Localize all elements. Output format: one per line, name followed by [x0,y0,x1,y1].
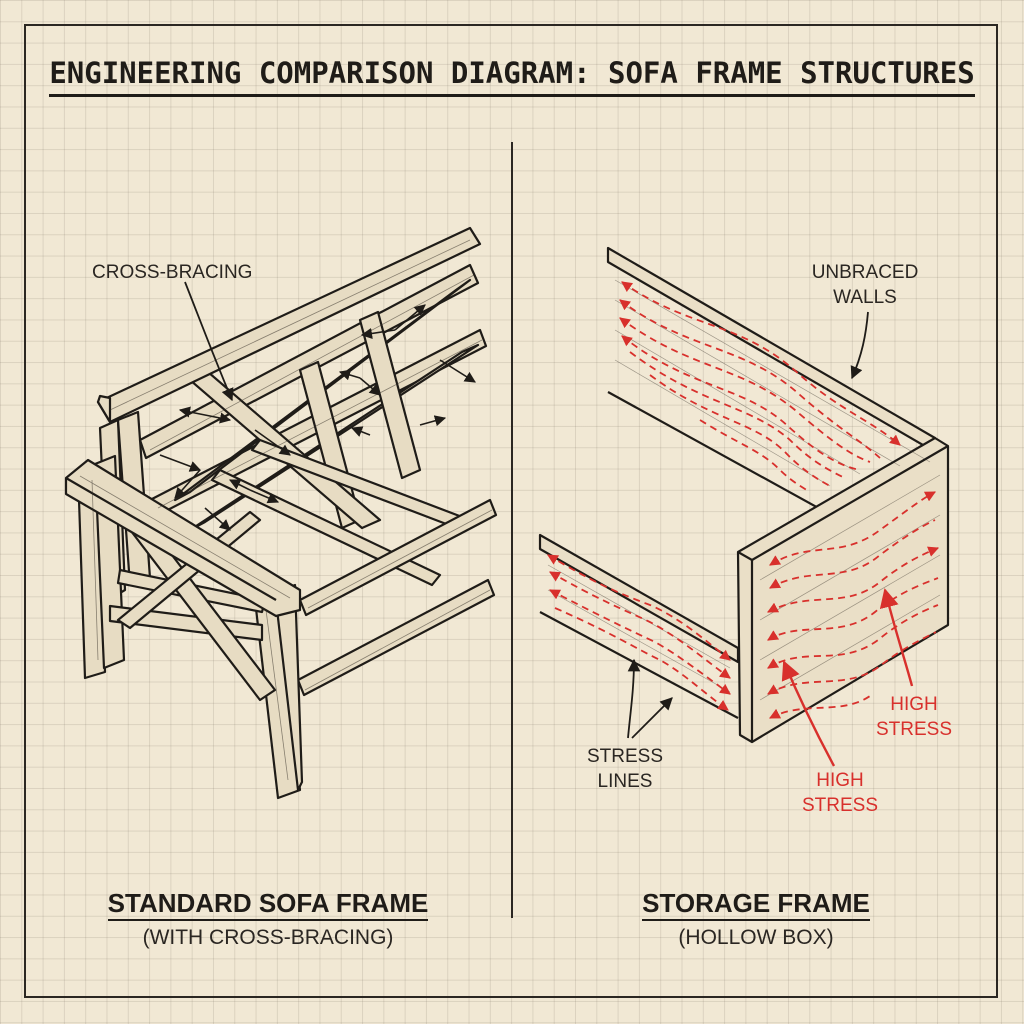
rail-stress-lines [547,554,731,711]
diagram-title-text: ENGINEERING COMPARISON DIAGRAM: SOFA FRA… [49,56,975,97]
unbraced-walls-label-line1: UNBRACED [811,262,919,283]
drawing-border [24,24,998,998]
storage-frame-caption-text: STORAGE FRAME [642,888,870,921]
storage-frame-caption: STORAGE FRAME [512,888,1000,921]
standard-sofa-frame-drawing [64,226,498,800]
storage-frame-subcaption: (HOLLOW BOX) [678,926,834,949]
stress-lines-label-line2: LINES [597,771,653,792]
high-stress-label-1-line2: STRESS [875,719,953,740]
standard-frame-caption: STANDARD SOFA FRAME [0,888,536,921]
unbraced-walls-callout-arrow [850,311,869,380]
high-stress-label-2: HIGH STRESS [790,768,890,818]
unbraced-walls-label: UNBRACED WALLS [800,260,930,310]
side-panel-stress-lines [767,491,940,719]
cross-bracing-label: CROSS-BRACING [92,262,253,283]
high-stress-arrow-2 [781,660,836,767]
stress-lines-callout-arrow-2 [631,697,673,739]
stress-lines-callout-arrow-1 [627,658,641,739]
storage-frame-drawing [538,246,950,744]
back-wall-stress-lines [619,281,901,493]
diagram-title: ENGINEERING COMPARISON DIAGRAM: SOFA FRA… [0,56,1024,97]
standard-frame-subcaption: (WITH CROSS-BRACING) [142,926,394,949]
high-stress-arrow-1 [879,588,914,687]
high-stress-label-1-line1: HIGH [890,694,938,715]
cross-bracing-callout-arrow [184,281,234,402]
stress-lines-label-line1: STRESS [586,746,664,767]
panel-divider [511,142,513,918]
bracing-force-arrows [159,304,476,531]
unbraced-walls-label-line2: WALLS [833,287,897,308]
standard-frame-caption-text: STANDARD SOFA FRAME [107,888,429,921]
high-stress-label-2-line2: STRESS [801,795,879,816]
stress-lines-label: STRESS LINES [570,744,680,794]
high-stress-label-2-line1: HIGH [816,770,864,791]
high-stress-label-1: HIGH STRESS [864,692,964,742]
